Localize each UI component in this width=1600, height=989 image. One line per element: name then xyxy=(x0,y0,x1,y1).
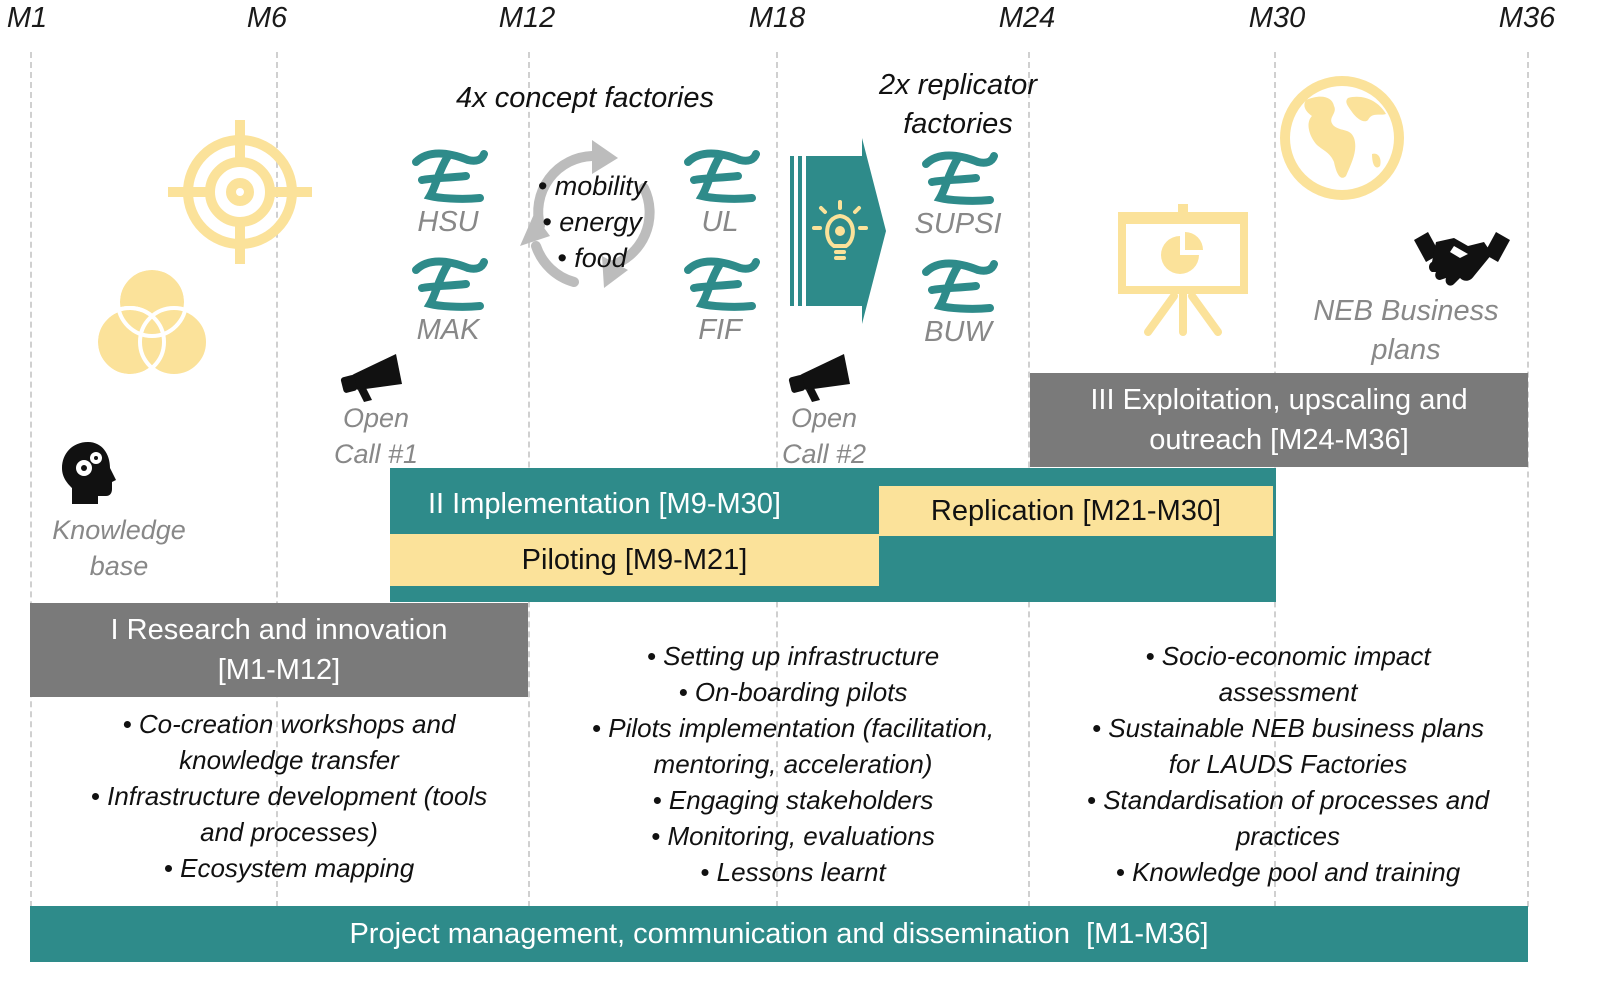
lauds-logo-icon xyxy=(922,151,998,205)
implementation-bullets: • Setting up infrastructure • On-boardin… xyxy=(528,638,1058,890)
exploitation-bullet-line: practices xyxy=(1235,821,1341,851)
exploitation-bullet-line: assessment xyxy=(1218,677,1358,707)
phase-management-label: Project management, communication and di… xyxy=(349,918,1209,950)
phase-research-label: I Research and innovation [M1-M12] xyxy=(110,614,448,686)
handshake-icon xyxy=(1414,232,1510,286)
research-bullet-line: knowledge transfer xyxy=(179,745,399,775)
factory-buw: BUW xyxy=(908,258,1008,349)
lauds-logo-icon xyxy=(684,257,760,311)
gridline-m6 xyxy=(276,52,278,907)
target-icon xyxy=(168,120,312,264)
factory-hsu-label: HSU xyxy=(417,206,479,238)
factory-supsi-label: SUPSI xyxy=(914,208,1002,240)
exploitation-bullet-line: for LAUDS Factories xyxy=(1168,749,1408,779)
month-label-m1: M1 xyxy=(6,2,48,34)
research-bullet-line: • Ecosystem mapping xyxy=(163,853,415,883)
presentation-board-icon xyxy=(1118,204,1248,336)
gridline-m1 xyxy=(30,52,32,907)
lauds-logo-icon xyxy=(922,259,998,313)
research-bullet-line: • Infrastructure development (tools xyxy=(90,781,488,811)
replicator-factories-title: 2x replicator factories xyxy=(879,69,1037,140)
open-call-1-label: Open Call #1 xyxy=(333,403,419,469)
factory-mak-label: MAK xyxy=(416,314,480,346)
factory-hsu: HSU xyxy=(398,148,498,239)
implementation-bullet-line: • On-boarding pilots xyxy=(678,677,908,707)
cycle-item-energy: • energy xyxy=(542,207,642,237)
lauds-logo-icon xyxy=(412,149,488,203)
implementation-bullet-line: mentoring, acceleration) xyxy=(653,749,933,779)
venn-icon xyxy=(94,266,210,378)
phase-exploitation-bar: III Exploitation, upscaling and outreach… xyxy=(1030,373,1528,467)
piloting-bar: Piloting [M9-M21] xyxy=(390,534,879,586)
phase-management-bar: Project management, communication and di… xyxy=(30,906,1528,962)
factory-ul: UL xyxy=(670,148,770,239)
factory-supsi: SUPSI xyxy=(908,150,1008,241)
replication-label: Replication [M21-M30] xyxy=(930,495,1222,527)
replication-bar: Replication [M21-M30] xyxy=(879,486,1273,536)
exploitation-bullets: • Socio-economic impact assessment • Sus… xyxy=(1030,638,1546,890)
research-bullet-line: • Co-creation workshops and xyxy=(122,709,456,739)
month-label-m30: M30 xyxy=(1248,2,1306,34)
exploitation-bullet-line: • Knowledge pool and training xyxy=(1115,857,1461,887)
cycle-item-mobility: • mobility xyxy=(537,171,647,201)
phase-implementation-label: II Implementation [M9-M30] xyxy=(428,488,781,520)
globe-icon xyxy=(1280,76,1404,200)
month-label-m36: M36 xyxy=(1498,2,1556,34)
implementation-bullet-line: • Lessons learnt xyxy=(700,857,886,887)
research-bullet-line: and processes) xyxy=(200,817,378,847)
megaphone-icon xyxy=(340,354,402,402)
cycle-items: • mobility • energy • food xyxy=(522,168,662,276)
factory-fif-label: FIF xyxy=(698,314,742,346)
exploitation-bullet-line: • Standardisation of processes and xyxy=(1086,785,1490,815)
lightbulb-arrow-icon xyxy=(790,138,886,324)
gridline-m36 xyxy=(1527,52,1529,907)
exploitation-bullet-line: • Socio-economic impact xyxy=(1145,641,1431,671)
phase-exploitation-label: III Exploitation, upscaling and outreach… xyxy=(1090,384,1468,456)
factory-fif: FIF xyxy=(670,256,770,347)
exploitation-bullet-line: • Sustainable NEB business plans xyxy=(1091,713,1485,743)
factory-buw-label: BUW xyxy=(924,316,992,348)
implementation-bullet-line: • Pilots implementation (facilitation, xyxy=(591,713,995,743)
lauds-logo-icon xyxy=(412,257,488,311)
open-call-2-label: Open Call #2 xyxy=(781,403,867,469)
cycle-arrows-icon xyxy=(520,140,655,288)
month-label-m6: M6 xyxy=(246,2,288,34)
neb-business-plans-label: NEB Business plans xyxy=(1313,295,1499,366)
factory-ul-label: UL xyxy=(701,206,739,238)
cycle-item-food: • food xyxy=(557,243,627,273)
head-gears-icon xyxy=(62,442,116,504)
implementation-bullet-line: • Setting up infrastructure xyxy=(646,641,940,671)
implementation-bullet-line: • Engaging stakeholders xyxy=(652,785,934,815)
knowledge-base-label: Knowledge base xyxy=(52,515,186,581)
month-label-m18: M18 xyxy=(748,2,806,34)
lauds-logo-icon xyxy=(684,149,760,203)
factory-mak: MAK xyxy=(398,256,498,347)
implementation-bullet-line: • Monitoring, evaluations xyxy=(651,821,935,851)
piloting-label: Piloting [M9-M21] xyxy=(521,544,748,576)
concept-factories-title: 4x concept factories xyxy=(456,82,714,114)
phase-research-bar: I Research and innovation [M1-M12] xyxy=(30,603,528,697)
month-label-m24: M24 xyxy=(998,2,1056,34)
month-label-m12: M12 xyxy=(498,2,556,34)
research-bullets: • Co-creation workshops and knowledge tr… xyxy=(30,706,548,886)
megaphone-icon xyxy=(788,354,850,402)
